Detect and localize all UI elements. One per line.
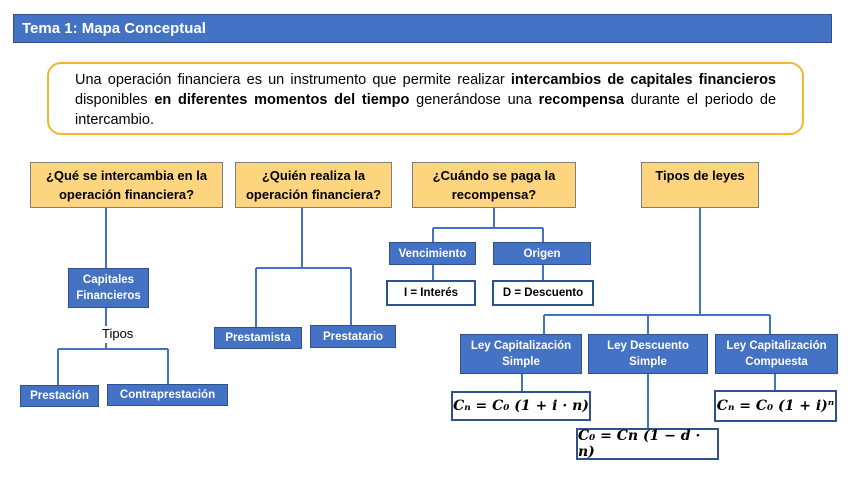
question-que-se-intercambia: ¿Qué se intercambia en la operación fina… — [30, 162, 223, 208]
node-interes: I = Interés — [386, 280, 476, 306]
node-prestacion: Prestación — [20, 385, 99, 407]
node-capitales-financieros: Capitales Financieros — [68, 268, 149, 308]
definition-text-4: durante el periodo de intercambio. — [75, 92, 777, 128]
node-ley-capitalizacion-compuesta: Ley Capitalización Compuesta — [715, 334, 838, 374]
label-tipos: Tipos — [102, 326, 134, 341]
node-prestatario: Prestatario — [310, 325, 396, 348]
definition-bold-2: en diferentes momentos del tiempo — [154, 92, 410, 108]
question-4-label: Tipos de leyes — [655, 168, 745, 183]
definition-text-2: disponibles — [75, 92, 155, 108]
page-title: Tema 1: Mapa Conceptual — [13, 14, 832, 43]
question-2-label: ¿Quién realiza la operación financiera? — [245, 168, 382, 202]
node-contraprestacion: Contraprestación — [107, 384, 228, 406]
question-1-label: ¿Qué se intercambia en la operación fina… — [45, 168, 208, 202]
formula-capitalizacion-simple: Cₙ = C₀ (1 + i · n) — [451, 391, 591, 421]
node-ley-descuento-simple: Ley Descuento Simple — [588, 334, 708, 374]
question-tipos-de-leyes: Tipos de leyes — [641, 162, 759, 208]
definition-bold-1: intercambios de capitales financieros — [510, 72, 776, 88]
question-quien-realiza: ¿Quién realiza la operación financiera? — [235, 162, 392, 208]
question-cuando-se-paga: ¿Cuándo se paga la recompensa? — [412, 162, 576, 208]
definition-box: Una operación financiera es un instrumen… — [47, 62, 804, 135]
definition-text-3: generándose una — [409, 92, 539, 108]
definition-bold-3: recompensa — [538, 92, 624, 108]
node-descuento: D = Descuento — [492, 280, 594, 306]
question-3-label: ¿Cuándo se paga la recompensa? — [432, 168, 556, 202]
node-ley-capitalizacion-simple: Ley Capitalización Simple — [460, 334, 582, 374]
node-prestamista: Prestamista — [214, 327, 302, 349]
formula-descuento-simple: C₀ = Cn (1 − d · n) — [576, 428, 719, 460]
node-vencimiento: Vencimiento — [389, 242, 476, 265]
node-origen: Origen — [493, 242, 591, 265]
definition-text-1: Una operación financiera es un instrumen… — [75, 72, 511, 88]
formula-capitalizacion-compuesta: Cₙ = C₀ (1 + i)ⁿ — [714, 390, 837, 422]
